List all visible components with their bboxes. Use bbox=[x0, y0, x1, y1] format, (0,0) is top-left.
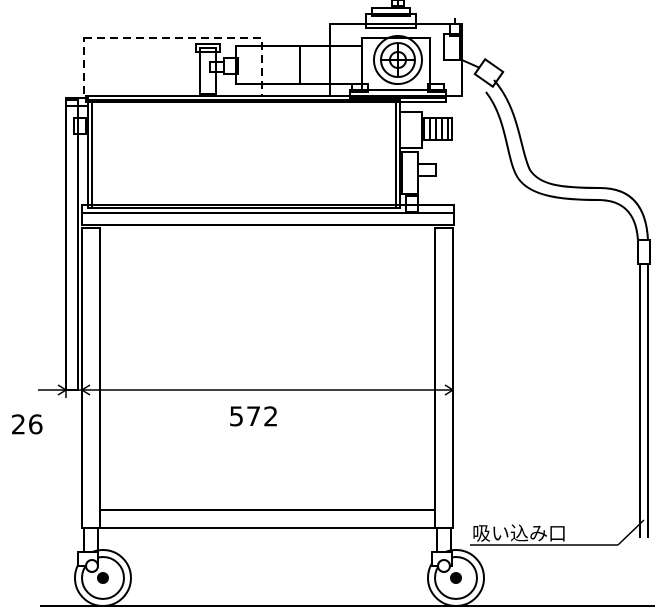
left-front-leg bbox=[81, 227, 101, 529]
left-caster-wheel bbox=[74, 549, 132, 607]
upper-deck bbox=[81, 204, 455, 226]
dashed-accessory-outline bbox=[83, 37, 263, 97]
tank-side-bracket bbox=[73, 117, 87, 135]
side-control-panel bbox=[399, 111, 453, 213]
dimension-left-offset: 26 bbox=[10, 410, 44, 441]
adjustment-knob bbox=[423, 117, 453, 141]
pump-assembly bbox=[195, 0, 463, 99]
right-front-leg bbox=[434, 227, 454, 529]
lower-rail bbox=[99, 509, 436, 529]
pump-valve bbox=[443, 33, 461, 61]
suction-port-label: 吸い込み口 bbox=[472, 523, 567, 545]
suction-hose bbox=[461, 57, 651, 538]
hose-end-fitting bbox=[637, 239, 651, 265]
drain-valve bbox=[401, 151, 419, 195]
tank-body bbox=[73, 95, 447, 209]
dimension-lines bbox=[38, 375, 455, 398]
handle-post bbox=[65, 99, 79, 391]
suction-port-callout-leader bbox=[470, 519, 645, 546]
cart-frame bbox=[65, 97, 455, 557]
pump-flange bbox=[373, 35, 423, 85]
dimension-frame-width: 572 bbox=[228, 402, 280, 433]
right-caster-wheel bbox=[427, 549, 485, 607]
